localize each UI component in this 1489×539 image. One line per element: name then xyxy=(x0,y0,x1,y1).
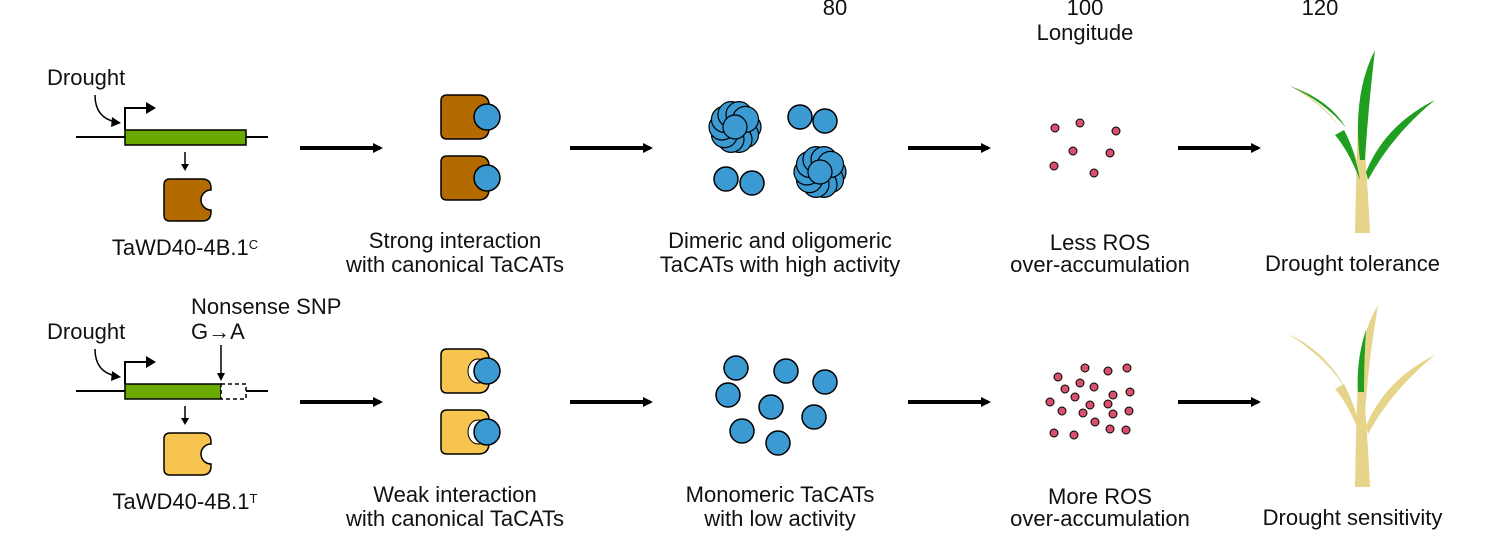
outcome-label: Drought sensitivity xyxy=(1262,505,1443,530)
ros-label-line2: over-accumulation xyxy=(1010,506,1190,531)
promoter-arrow-icon xyxy=(124,361,148,384)
row-tolerant xyxy=(76,50,1435,233)
interaction-label-line1: Weak interaction xyxy=(373,482,537,507)
drought-label: Drought xyxy=(47,65,126,90)
ros-dots-many-icon xyxy=(1045,363,1135,440)
gene-exon-c xyxy=(124,129,247,146)
ros-label-line1: More ROS xyxy=(1048,484,1152,509)
strong-interaction-complex-icon xyxy=(440,94,501,201)
catalase-label-line2: TaCATs with high activity xyxy=(659,252,901,277)
snp-arrow-icon xyxy=(217,373,225,381)
monomeric-catalase-icon xyxy=(715,355,838,456)
ros-label-line1: Less ROS xyxy=(1049,230,1151,255)
row-sensitive xyxy=(76,305,1435,487)
oligomeric-catalase-icon xyxy=(708,101,762,153)
outcome-label: Drought tolerance xyxy=(1265,251,1440,276)
translation-arrow-icon xyxy=(181,418,189,425)
axis-tick-120: 120 xyxy=(1301,0,1339,20)
catalase-label-line1: Dimeric and oligomeric xyxy=(668,228,892,253)
axis-tick-100: 100 xyxy=(1066,0,1104,20)
drought-label: Drought xyxy=(47,319,126,344)
mutation-label-line2: G→A xyxy=(191,319,245,344)
dimeric-catalase-icon xyxy=(787,104,838,134)
protein-allele: C xyxy=(248,237,259,252)
gene-construct-c xyxy=(76,94,268,171)
mutation-label-line1: Nonsense SNP xyxy=(191,294,342,319)
translation-arrow-icon xyxy=(181,164,189,171)
ros-label-line2: over-accumulation xyxy=(1010,252,1190,277)
plant-tolerant-icon xyxy=(1288,50,1435,233)
protein-name: TaWD40-4B.1 xyxy=(111,235,249,260)
oligomeric-catalase-icon xyxy=(793,146,847,198)
plant-sensitive-icon xyxy=(1288,305,1435,487)
weak-interaction-complex-icon xyxy=(440,348,501,455)
protein-allele: T xyxy=(249,491,258,506)
catalase-label-line2: with low activity xyxy=(704,506,856,531)
catalase-label-line1: Monomeric TaCATs xyxy=(685,482,875,507)
interaction-label-line1: Strong interaction xyxy=(368,228,542,253)
gene-exon-t xyxy=(124,383,222,400)
dimeric-catalase-icon xyxy=(713,166,765,196)
ros-dots-few-icon xyxy=(1049,118,1121,178)
protein-t-icon xyxy=(163,432,212,476)
axis-label-longitude: Longitude xyxy=(1036,20,1134,45)
interaction-label-line2: with canonical TaCATs xyxy=(345,252,565,277)
gene-construct-t xyxy=(76,345,268,425)
promoter-arrow-icon xyxy=(124,107,148,130)
protein-c-icon xyxy=(163,178,212,222)
gene-truncated-region xyxy=(220,383,247,400)
protein-name: TaWD40-4B.1 xyxy=(112,489,250,514)
axis-tick-80: 80 xyxy=(822,0,848,20)
protein-c-label: TaWD40-4B.1C xyxy=(90,236,280,260)
interaction-label-line2: with canonical TaCATs xyxy=(345,506,565,531)
protein-t-label: TaWD40-4B.1T xyxy=(90,490,280,514)
